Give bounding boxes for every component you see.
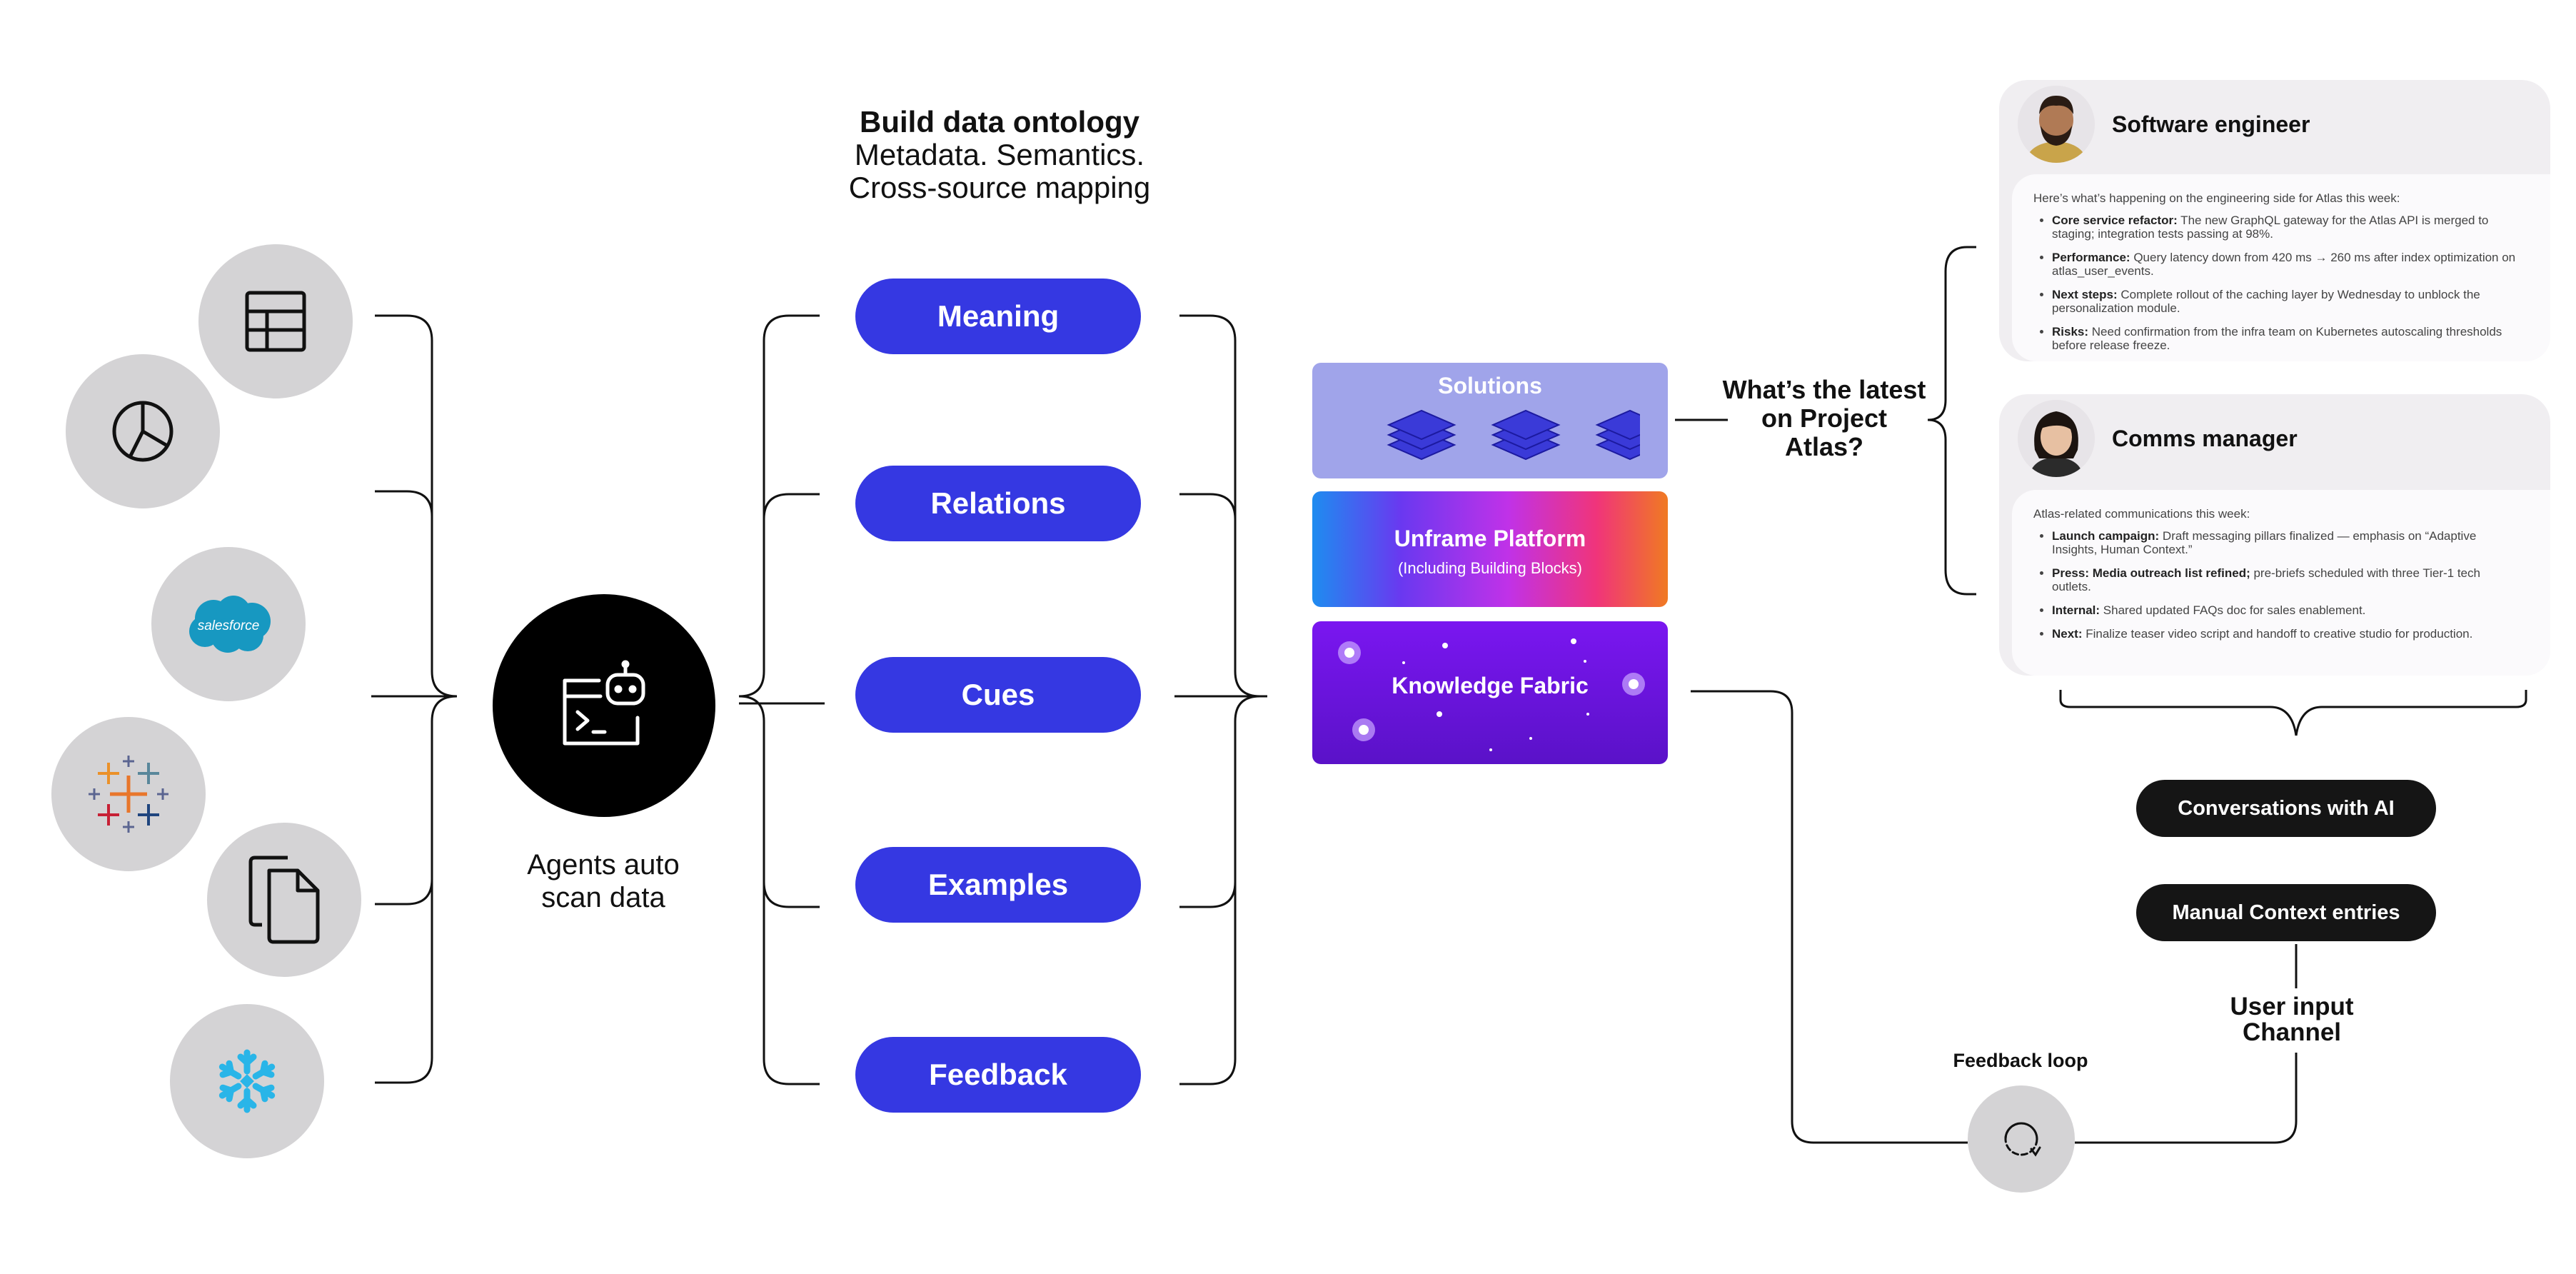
tableau-logo: [89, 756, 168, 833]
documents-icon: [248, 856, 320, 944]
list-item: Next: Finalize teaser video script and h…: [2052, 627, 2522, 641]
layers-icons: [1387, 409, 1640, 461]
list-item: Core service refactor: The new GraphQL g…: [2052, 214, 2522, 241]
agent-label-line2: scan data: [541, 882, 665, 913]
salesforce-wordmark: salesforce: [198, 618, 260, 633]
persona-header: Software engineer: [2018, 86, 2310, 163]
knowledge-fabric-card: Knowledge Fabric: [1312, 621, 1668, 764]
list-item: Next steps: Complete rollout of the cach…: [2052, 288, 2522, 315]
question-text: What’s the latest on Project Atlas?: [1722, 375, 1926, 461]
table-icon: [245, 291, 306, 352]
list-item: Internal: Shared updated FAQs doc for sa…: [2052, 603, 2522, 617]
source-snowflake: [170, 1004, 324, 1158]
salesforce-logo: salesforce: [189, 596, 271, 653]
persona-response: Atlas-related communications this week: …: [2012, 490, 2550, 676]
avatar: [2018, 400, 2095, 477]
agent-label: Agents auto scan data: [485, 848, 721, 914]
persona-card-comms: Comms manager Atlas-related communicatio…: [1999, 394, 2550, 676]
ontology-line3: Cross-source mapping: [848, 171, 1151, 204]
ontology-title: Build data ontology: [860, 105, 1139, 139]
platform-subtitle: (Including Building Blocks): [1397, 559, 1583, 577]
persona-role: Software engineer: [2112, 111, 2310, 137]
source-documents: [207, 823, 361, 977]
ontology-heading: Build data ontology Metadata. Semantics.…: [764, 106, 1235, 204]
source-salesforce: salesforce: [151, 547, 306, 701]
terminal-bot-icon: [563, 660, 645, 746]
response-list: Core service refactor: The new GraphQL g…: [2033, 214, 2522, 352]
response-intro: Here’s what’s happening on the engineeri…: [2033, 191, 2400, 205]
persona-header: Comms manager: [2018, 400, 2298, 477]
persona-card-engineer: Software engineer Here’s what’s happenin…: [1999, 80, 2550, 361]
source-tableau: [51, 717, 206, 871]
persona-role: Comms manager: [2112, 425, 2298, 451]
pill-feedback: Feedback: [855, 1037, 1141, 1113]
pill-examples: Examples: [855, 847, 1141, 923]
manual-context-entries: Manual Context entries: [2136, 884, 2436, 941]
response-intro: Atlas-related communications this week:: [2033, 507, 2250, 521]
list-item: Performance: Query latency down from 420…: [2052, 251, 2522, 278]
list-item: Launch campaign: Draft messaging pillars…: [2052, 529, 2522, 556]
conversations-with-ai: Conversations with AI: [2136, 780, 2436, 837]
ontology-line2: Metadata. Semantics.: [854, 138, 1145, 171]
response-list: Launch campaign: Draft messaging pillars…: [2033, 529, 2522, 641]
platform-card: Unframe Platform (Including Building Blo…: [1312, 491, 1668, 607]
agent-label-line1: Agents auto: [527, 849, 680, 881]
list-item: Press: Media outreach list refined; pre-…: [2052, 566, 2522, 593]
avatar: [2018, 86, 2095, 163]
source-table: [198, 244, 353, 398]
pill-relations: Relations: [855, 466, 1141, 541]
persona-response: Here’s what’s happening on the engineeri…: [2012, 174, 2550, 361]
platform-title: Unframe Platform: [1394, 526, 1586, 551]
feedback-loop-label: Feedback loop: [1953, 1050, 2088, 1071]
solutions-title: Solutions: [1438, 373, 1542, 398]
list-item: Risks: Need confirmation from the infra …: [2052, 325, 2522, 352]
feedback-loop-node: [1968, 1085, 2075, 1193]
user-input-channel-label: User input Channel: [2230, 993, 2354, 1046]
snowflake-logo: [218, 1049, 276, 1113]
source-pie-chart: [66, 354, 220, 508]
agent-circle: [493, 594, 715, 817]
solutions-card: Solutions: [1312, 363, 1668, 478]
pill-cues: Cues: [855, 657, 1141, 733]
refresh-icon: [2004, 1122, 2041, 1157]
pie-chart-icon: [112, 401, 173, 462]
fabric-title: Knowledge Fabric: [1392, 673, 1589, 698]
pill-meaning: Meaning: [855, 279, 1141, 354]
sparkle-dots: [1338, 638, 1645, 751]
